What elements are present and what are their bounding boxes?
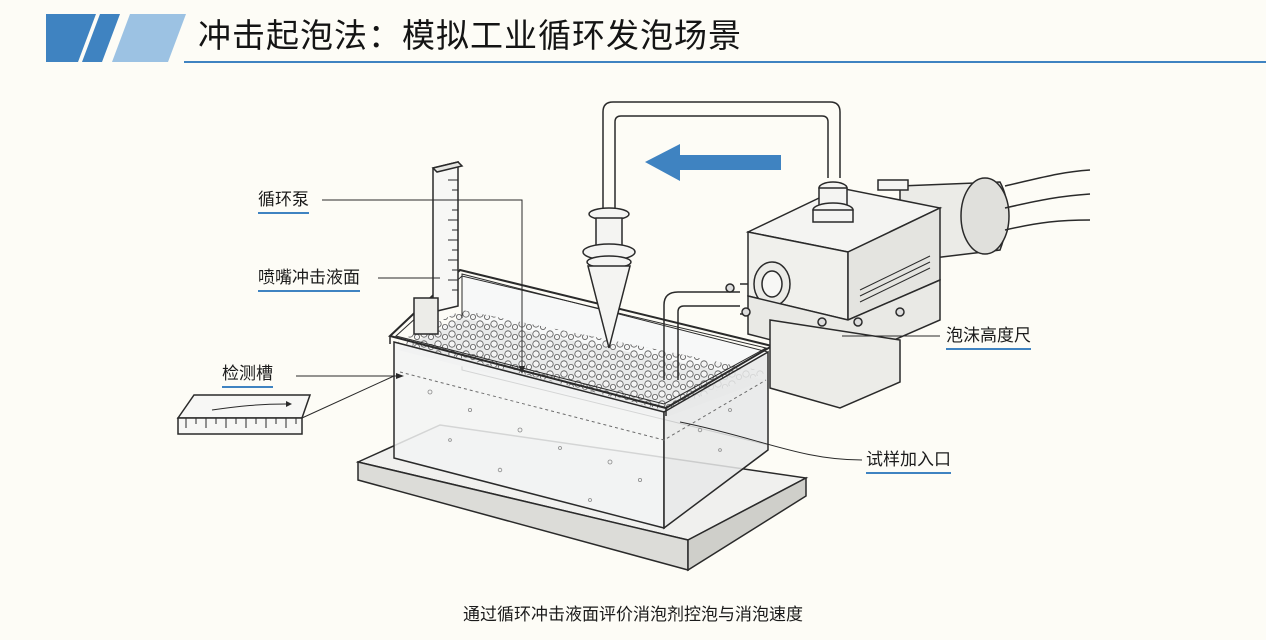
label-underline [258, 212, 309, 214]
label-foam-scale: 泡沫高度尺 [946, 326, 1031, 350]
label-nozzle-surface: 喷嘴冲击液面 [258, 268, 360, 292]
label-sample-inlet: 试样加入口 [866, 450, 951, 474]
test-tank [387, 268, 775, 530]
arrow-left-icon [645, 144, 781, 181]
label-underline [258, 290, 360, 292]
figure-caption: 通过循环冲击液面评价消泡剂控泡与消泡速度 [463, 605, 803, 625]
label-underline [946, 348, 1031, 350]
page-title: 冲击起泡法：模拟工业循环发泡场景 [198, 16, 742, 55]
label-test-tank: 检测槽 [222, 364, 273, 388]
circulation-pipe [602, 101, 841, 210]
label-underline [866, 472, 951, 474]
label-text: 喷嘴冲击液面 [258, 268, 360, 288]
label-text: 循环泵 [258, 190, 309, 210]
label-text: 检测槽 [222, 364, 273, 384]
label-text: 试样加入口 [866, 450, 951, 470]
horizontal-ruler [176, 394, 312, 435]
inlet-leader-line [679, 421, 863, 461]
pump-leader-line [322, 199, 523, 372]
label-underline [222, 386, 273, 388]
label-text: 泡沫高度尺 [946, 326, 1031, 346]
foam-height-ruler [413, 161, 464, 335]
header-stripes-logo [46, 14, 186, 62]
slide-header: 冲击起泡法：模拟工业循环发泡场景 [0, 0, 1266, 70]
header-divider [184, 61, 1266, 63]
label-circulation-pump: 循环泵 [258, 190, 309, 214]
nozzle [582, 207, 636, 349]
circulation-pump [725, 169, 1091, 409]
